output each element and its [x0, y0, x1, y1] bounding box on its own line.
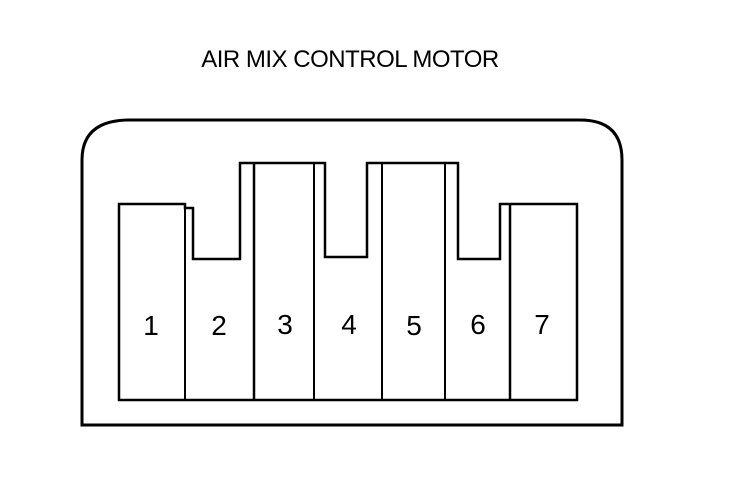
pin-4-label: 4	[341, 309, 357, 340]
pin-5-label: 5	[406, 310, 422, 341]
pin-1-label: 1	[143, 310, 159, 341]
diagram-title: AIR MIX CONTROL MOTOR	[201, 46, 499, 73]
pin-2-label: 2	[211, 310, 227, 341]
connector-housing	[80, 118, 624, 427]
pin-3-label: 3	[277, 309, 293, 340]
pin-7-label: 7	[534, 309, 550, 340]
pin-6-label: 6	[470, 309, 486, 340]
terminal-block-outline	[117, 161, 579, 402]
